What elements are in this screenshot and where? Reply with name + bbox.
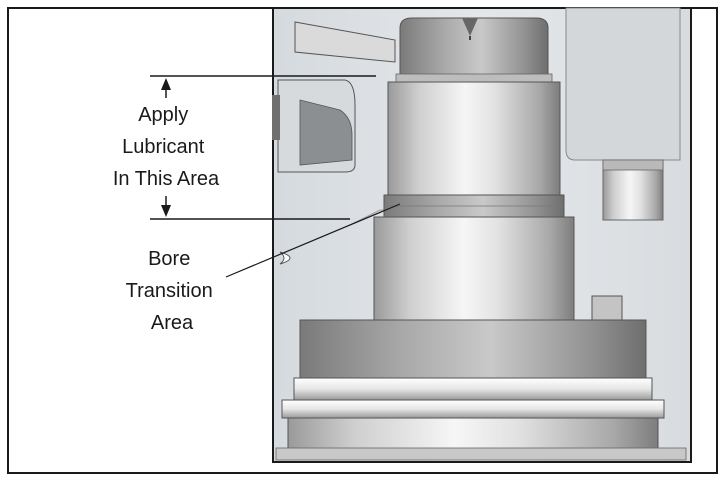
arrowhead-down-icon xyxy=(161,205,171,217)
lubricant-dimension xyxy=(150,75,376,220)
lubricant-label: Apply Lubricant In This Area xyxy=(113,104,220,190)
arrowhead-up-icon xyxy=(161,78,171,90)
bore-line-1: Bore xyxy=(148,248,190,270)
bore-line-2: Transition xyxy=(126,280,213,302)
bore-transition-label: Bore Transition Area xyxy=(126,248,219,334)
bore-line-3: Area xyxy=(151,312,194,334)
shaft-assembly xyxy=(275,17,687,461)
lubricant-line-1: Apply xyxy=(138,104,188,126)
lubricant-line-2: Lubricant xyxy=(122,136,205,158)
lubricant-zone xyxy=(387,81,561,203)
lubricant-line-3: In This Area xyxy=(113,168,220,190)
bore-leader-line xyxy=(225,203,401,278)
